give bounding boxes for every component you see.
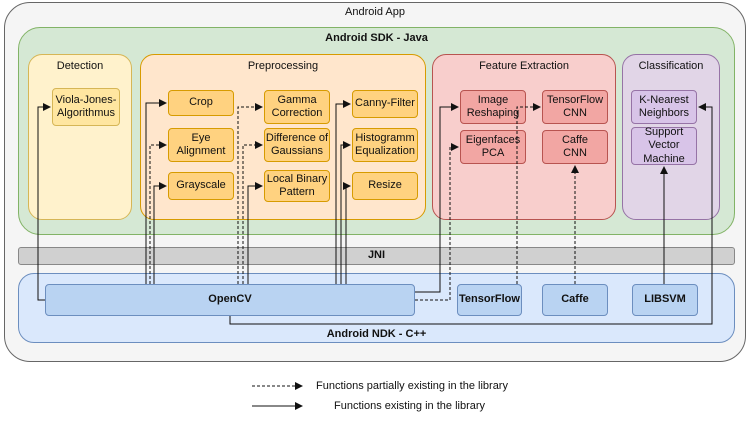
line-opencv-canny	[335, 100, 351, 284]
resize-box: Resize	[352, 172, 418, 200]
histogramm-equalization-box: Histogramm Equalization	[352, 128, 418, 162]
caffe-box: Caffe	[542, 284, 608, 316]
preprocessing-title: Preprocessing	[247, 60, 319, 72]
android-sdk-title: Android SDK - Java	[325, 32, 428, 45]
detection-group	[28, 54, 132, 220]
android-ndk-title: Android NDK - C++	[326, 328, 427, 341]
support-vector-machine-box: Support Vector Machine	[631, 126, 697, 165]
android-app-title: Android App	[345, 6, 405, 19]
line-opencv-knn	[229, 103, 713, 325]
local-binary-pattern-box: Local Binary Pattern	[264, 170, 330, 202]
viola-jones-box: Viola-Jones- Algorithmus	[52, 88, 120, 126]
dash-opencv-gamma	[237, 103, 263, 284]
eye-alignment-box: Eye Alignment	[168, 128, 234, 162]
feature-extraction-title: Feature Extraction	[479, 60, 569, 72]
crop-box: Crop	[168, 90, 234, 116]
canny-filter-box: Canny-Filter	[352, 90, 418, 118]
opencv-box: OpenCV	[45, 284, 415, 316]
libsvm-box: LIBSVM	[632, 284, 698, 316]
caffe-cnn-box: Caffe CNN	[542, 130, 608, 164]
legend-dashed-label: Functions partially existing in the libr…	[316, 380, 508, 392]
line-opencv-crop	[145, 99, 167, 284]
detection-title: Detection	[56, 60, 104, 72]
dash-tensorflow-cnn	[516, 103, 541, 284]
line-opencv-reshaping	[415, 103, 459, 293]
classification-title: Classification	[638, 60, 704, 72]
line-opencv-viola	[37, 103, 51, 301]
dash-opencv-eye	[149, 141, 167, 284]
tensorflow-cnn-box: TensorFlow CNN	[542, 90, 608, 124]
dash-opencv-dog	[242, 141, 263, 284]
k-nearest-neighbors-box: K-Nearest Neighbors	[631, 90, 697, 124]
line-opencv-resize	[343, 182, 351, 284]
grayscale-box: Grayscale	[168, 172, 234, 200]
line-opencv-grayscale	[153, 182, 167, 284]
image-reshaping-box: Image Reshaping	[460, 90, 526, 124]
legend-solid-label: Functions existing in the library	[334, 400, 486, 412]
tensorflow-box: TensorFlow	[457, 284, 522, 316]
difference-of-gaussians-box: Difference of Gaussians	[264, 128, 330, 162]
dash-opencv-eigenfaces	[415, 143, 459, 301]
line-opencv-histogramm	[340, 141, 351, 284]
eigenfaces-pca-box: Eigenfaces PCA	[460, 130, 526, 164]
jni-bar: JNI	[18, 247, 735, 265]
gamma-correction-box: Gamma Correction	[264, 90, 330, 124]
line-opencv-lbp	[247, 182, 263, 284]
